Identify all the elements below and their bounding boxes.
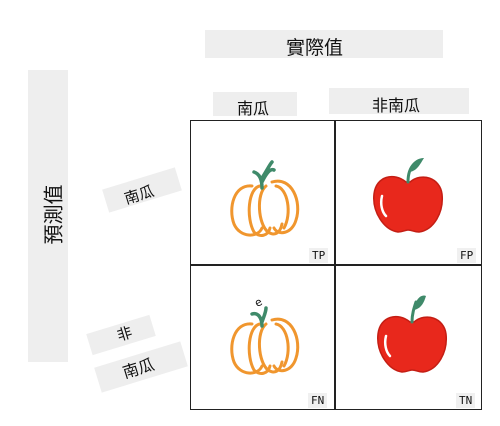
cell-label-fp: FP — [457, 248, 477, 263]
predicted-header-label: 預測值 — [41, 184, 66, 245]
apple-icon-fp — [373, 158, 443, 233]
col-pumpkin-band — [213, 92, 297, 116]
col-not-pumpkin-band — [329, 88, 469, 114]
grid-horizontal-divider — [190, 264, 482, 266]
apple-icon-tn — [377, 295, 447, 373]
pumpkin-icon-tp — [230, 160, 300, 237]
row-not-pumpkin-label-2: 南瓜 — [120, 354, 157, 383]
cell-label-tn: TN — [456, 393, 476, 408]
cell-label-fn: FN — [308, 393, 328, 408]
predicted-header-band — [28, 70, 68, 362]
pumpkin-icon-fn — [230, 306, 300, 375]
col-pumpkin-label: 南瓜 — [237, 99, 270, 118]
col-not-pumpkin-label: 非南瓜 — [372, 96, 421, 115]
cell-label-tp: TP — [309, 248, 329, 263]
actual-header-label: 實際值 — [286, 37, 344, 59]
actual-header-band — [205, 30, 443, 58]
